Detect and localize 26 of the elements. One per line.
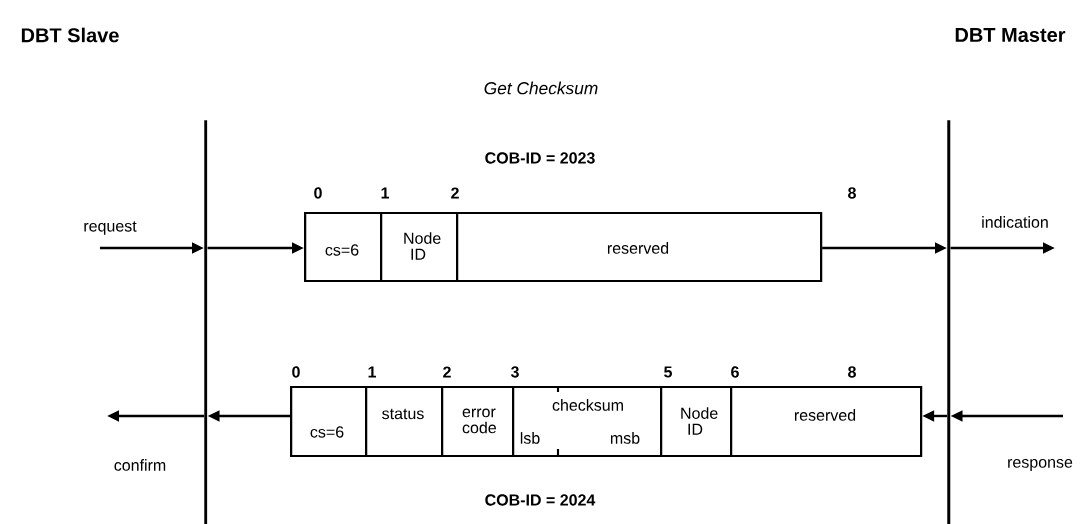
- lifeline-title: DBT Slave: [21, 27, 119, 43]
- frame-field: cs=6: [304, 212, 383, 283]
- diagram-title: Get Checksum: [484, 81, 598, 95]
- byte-number: 6: [731, 366, 739, 378]
- frame-field: reserved: [730, 386, 923, 458]
- frame-field: checksum lsb msb: [512, 386, 663, 458]
- frame-field: Node ID: [380, 212, 459, 283]
- edge-label: indication: [979, 214, 1051, 230]
- cob-id-label: COB-ID = 2024: [485, 494, 596, 506]
- edge-label: response: [1005, 457, 1075, 473]
- lifeline-title: DBT Master: [955, 28, 1066, 42]
- byte-number: 3: [510, 366, 519, 378]
- frame-field: reserved: [456, 212, 823, 283]
- frame-field: cs=6: [290, 386, 368, 458]
- frame-field: Node ID: [660, 386, 733, 458]
- byte-number: 2: [451, 187, 459, 199]
- edge-label: request: [82, 219, 139, 237]
- byte-number: 8: [848, 187, 856, 199]
- byte-number: 2: [443, 366, 451, 378]
- cob-id-label: COB-ID = 2023: [485, 152, 595, 164]
- edge-label: confirm: [112, 457, 168, 473]
- frame-field: status: [365, 386, 444, 458]
- byte-number: 5: [664, 366, 672, 378]
- byte-number: 1: [381, 187, 389, 199]
- frame-field: error code: [441, 386, 515, 458]
- byte-number: 1: [368, 366, 376, 378]
